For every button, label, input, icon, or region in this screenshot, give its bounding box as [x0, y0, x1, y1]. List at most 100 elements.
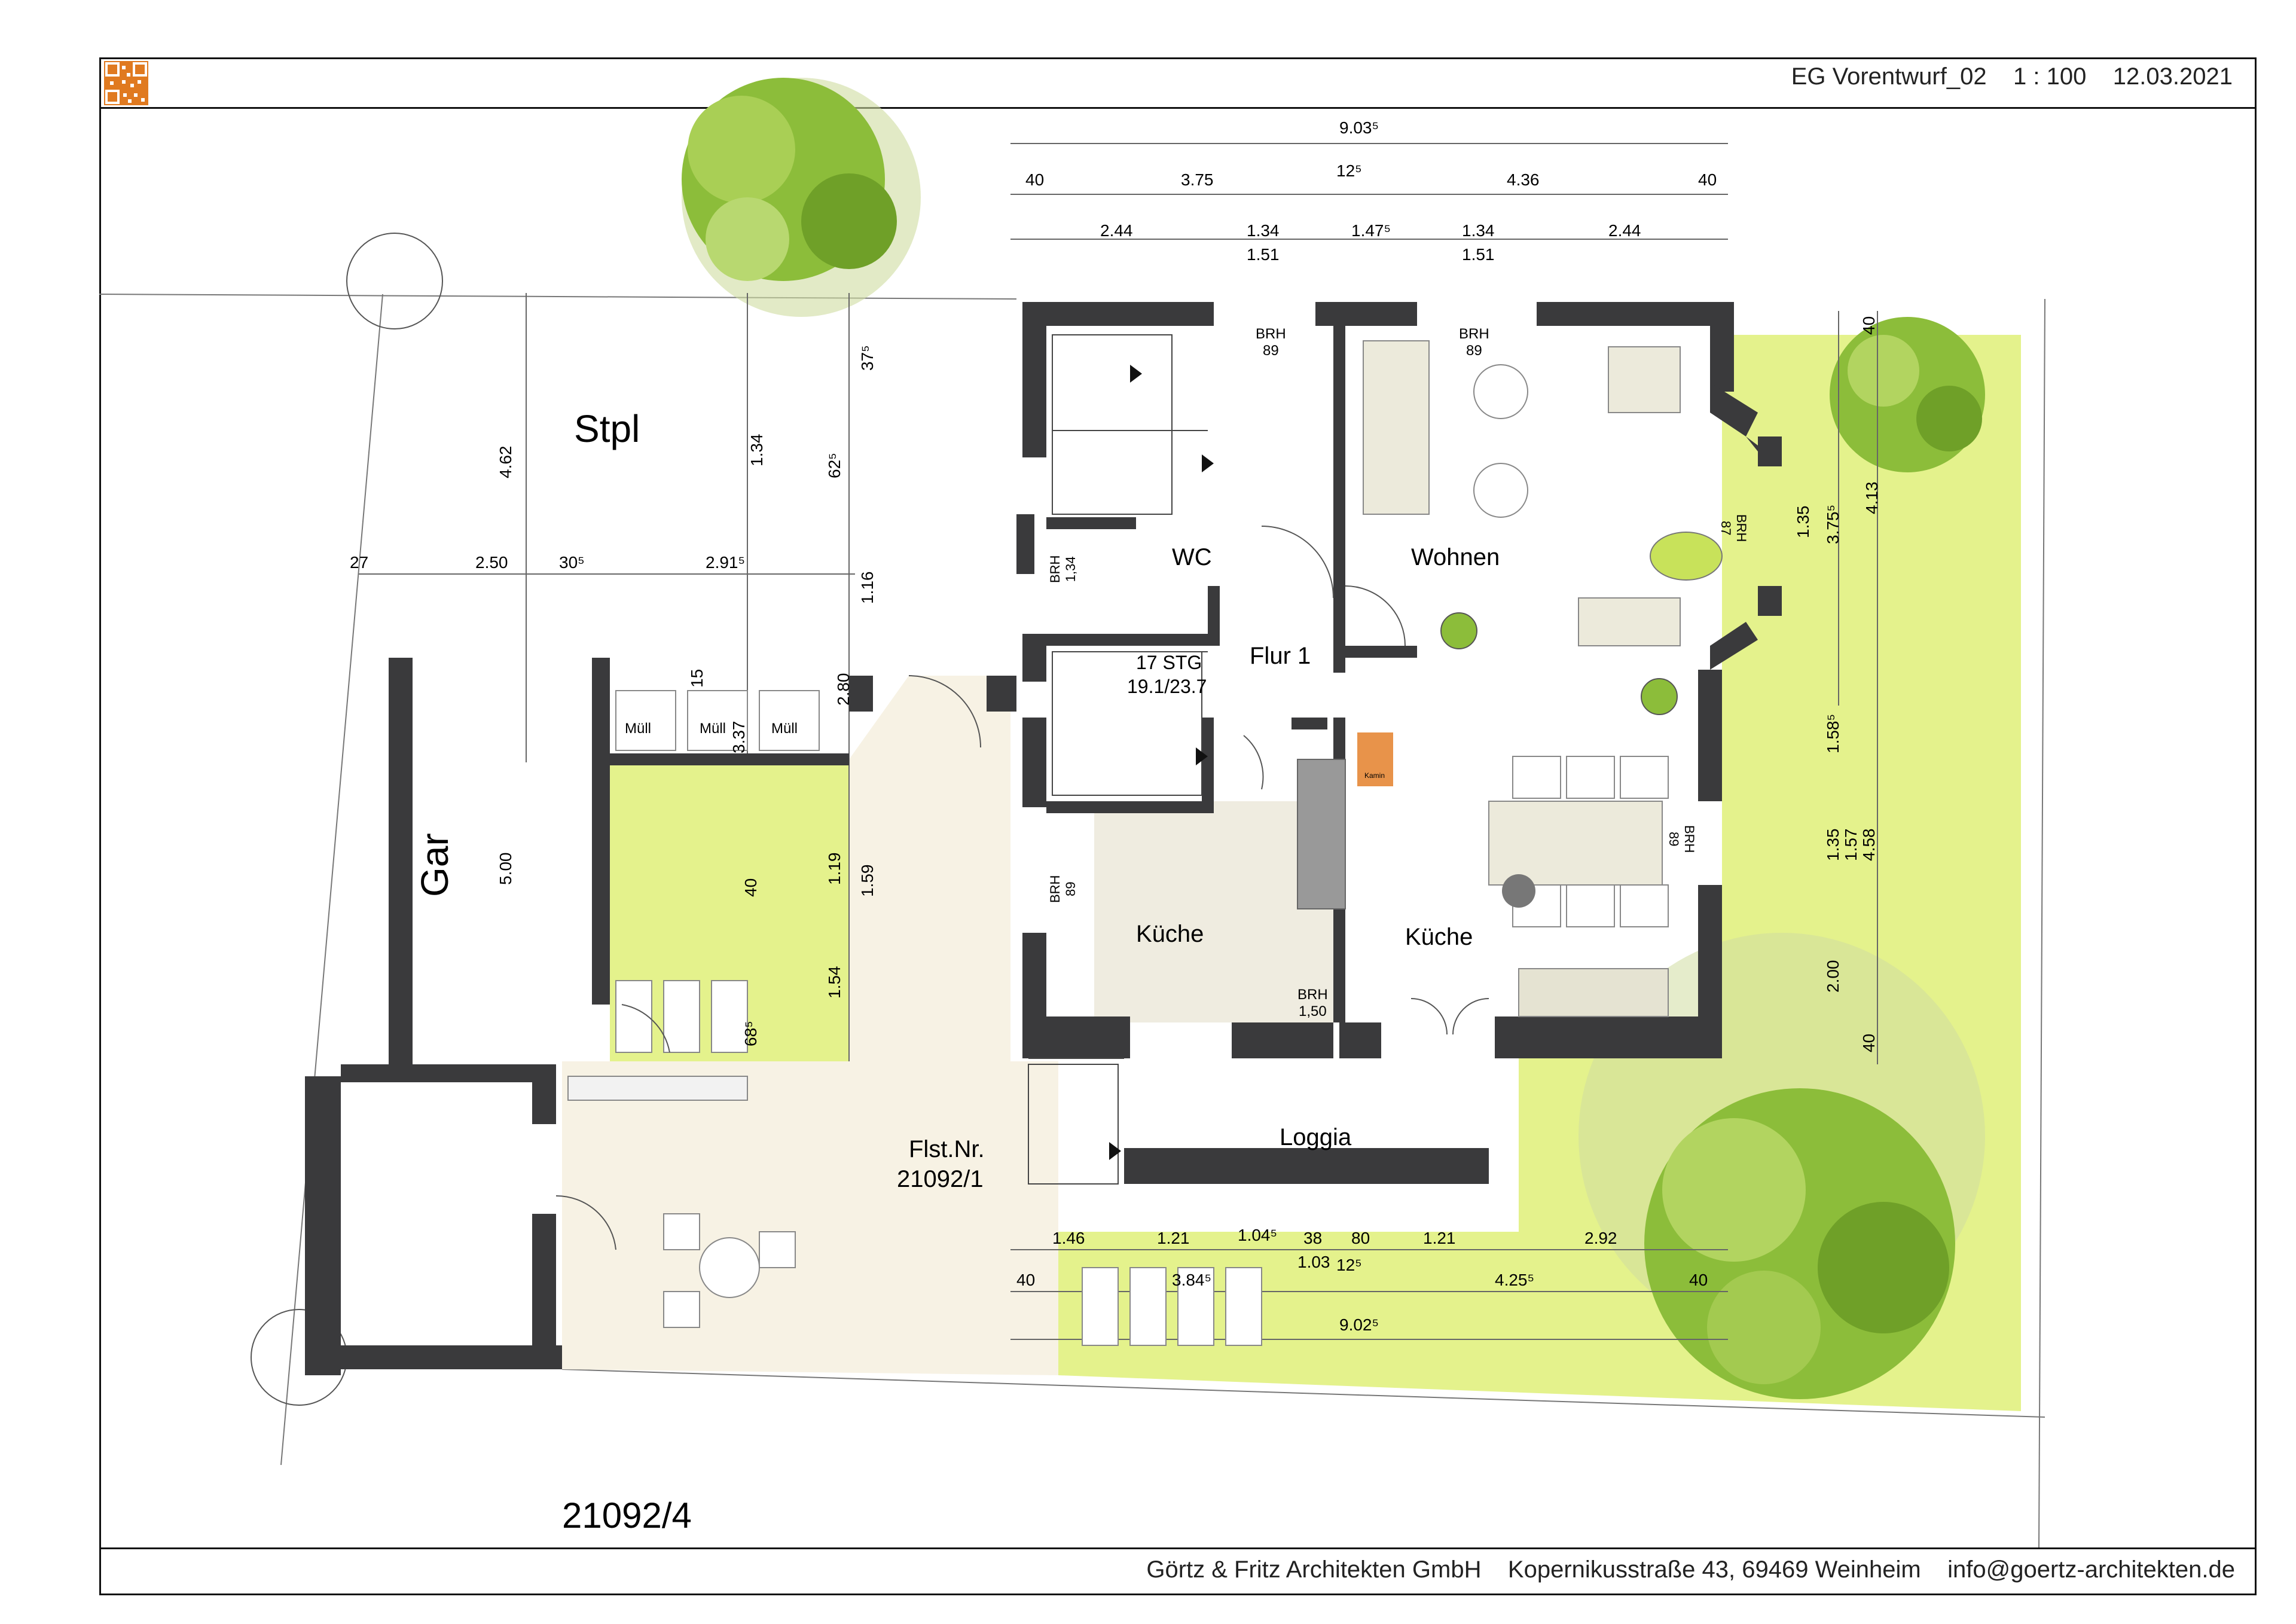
dim-vertical: 4.58 — [1860, 828, 1878, 862]
drawing-title: EG Vorentwurf_02 — [1791, 63, 1987, 90]
dim-top-row2: 40 — [1698, 170, 1717, 189]
dim-bottom-row1: 38 — [1303, 1229, 1323, 1247]
title-block: EG Vorentwurf_02 1 : 100 12.03.2021 — [99, 57, 2257, 109]
dim-bottom-row1: 1.46 — [1052, 1229, 1085, 1247]
dim-top-row2: 3.75 — [1181, 170, 1214, 189]
dim-bottom-row1: 1.04⁵ — [1238, 1226, 1278, 1244]
dim-top-row3: 1.34 — [1462, 221, 1495, 240]
dim-top-row3-sub: 1.51 — [1247, 245, 1280, 264]
room-label-gar: Gar — [413, 833, 456, 897]
company-name: Görtz & Fritz Architekten GmbH — [1146, 1556, 1482, 1583]
dim-bottom-row1: 1.21 — [1157, 1229, 1190, 1247]
stair-ratio-label: 19.1/23.7 — [1127, 676, 1207, 697]
dim-top-row2: 12⁵ — [1336, 161, 1362, 180]
kitchen-counter — [1518, 968, 1669, 1017]
fireplace-label: Kamin — [1364, 771, 1385, 780]
dim-top-row3-sub: 1.51 — [1462, 245, 1495, 264]
dim-bottom-row2: 40 — [1016, 1271, 1036, 1289]
room-label-wc: WC — [1172, 544, 1212, 570]
drawing-scale: 1 : 100 — [2013, 63, 2087, 90]
dim-bottom-row2: 4.25⁵ — [1495, 1271, 1535, 1289]
parcel-label: Flst.Nr. — [909, 1136, 985, 1162]
room-label-kueche-left: Küche — [1136, 921, 1204, 947]
dim-bottom-row1: 1.21 — [1423, 1229, 1456, 1247]
door-swing-icon — [555, 526, 1489, 1250]
dim-bottom-row1: 2.92 — [1584, 1229, 1617, 1247]
bin-icon — [615, 690, 820, 751]
stair-arrow-icon — [1109, 365, 1214, 1160]
dim-vertical: 1.57 — [1842, 828, 1860, 862]
dim-vertical: 40 — [741, 878, 760, 897]
title-text: EG Vorentwurf_02 1 : 100 12.03.2021 — [1791, 63, 2233, 90]
fireplace — [1357, 732, 1393, 786]
staircase — [1028, 334, 1208, 1185]
parcel-number: 21092/1 — [897, 1166, 984, 1192]
property-lines — [99, 233, 2045, 1548]
room-label-loggia: Loggia — [1280, 1124, 1352, 1150]
dim-vertical: 2.00 — [1824, 960, 1842, 993]
room-label-flur: Flur 1 — [1250, 643, 1311, 669]
dim-vertical: 1.35 — [1824, 828, 1842, 862]
dim-vertical: 37⁵ — [858, 345, 877, 371]
tree-icon — [682, 78, 921, 317]
dim-vertical: 62⁵ — [825, 453, 844, 478]
dim-vertical: 4.62 — [496, 445, 515, 479]
dim-left-row: 27 — [350, 553, 369, 572]
bench — [567, 1076, 748, 1101]
dim-top-row3: 2.44 — [1608, 221, 1641, 240]
lounger-icon — [615, 980, 1262, 1346]
dim-vertical: 1.34 — [747, 434, 766, 467]
dim-top-row2: 40 — [1025, 170, 1045, 189]
kitchen-island — [1488, 801, 1663, 886]
room-label-wohnen: Wohnen — [1411, 544, 1500, 570]
room-label-stpl: Stpl — [574, 407, 640, 450]
dim-bottom-row1-sub: 12⁵ — [1336, 1256, 1362, 1274]
dim-bottom-row1-sub: 1.03 — [1297, 1253, 1330, 1271]
drawing-date: 12.03.2021 — [2112, 63, 2233, 90]
footer-text: Görtz & Fritz Architekten GmbH Koperniku… — [1146, 1556, 2235, 1583]
dim-left-row: 30⁵ — [559, 553, 585, 572]
dim-vertical: 1.59 — [858, 864, 877, 898]
kitchen-tall-units — [1297, 759, 1346, 909]
dim-vertical: 3.37 — [729, 721, 748, 754]
dim-vertical: 1.54 — [825, 966, 844, 999]
bin-label: Müll — [625, 721, 652, 737]
footer-block: Görtz & Fritz Architekten GmbH Koperniku… — [99, 1547, 2257, 1595]
dim-vertical: 68⁵ — [741, 1021, 760, 1046]
dim-vertical: 4.13 — [1863, 481, 1881, 515]
dim-bottom-total: 9.02⁵ — [1339, 1315, 1379, 1334]
dim-left-row: 2.50 — [475, 553, 508, 572]
dim-left-row: 2.91⁵ — [706, 553, 746, 572]
dim-vertical: 5.00 — [496, 852, 515, 886]
bin-label: Müll — [700, 721, 726, 737]
stair-count-label: 17 STG — [1136, 652, 1202, 673]
dim-top-row2: 4.36 — [1507, 170, 1540, 189]
dim-vertical: 40 — [1860, 1033, 1878, 1052]
qr-code-icon — [104, 61, 148, 105]
dim-vertical: 1.19 — [825, 852, 844, 886]
dim-top-row3: 1.47⁵ — [1351, 221, 1391, 240]
potted-plant-icon — [1440, 612, 1678, 715]
dim-bottom-row1: 80 — [1351, 1229, 1370, 1247]
dim-vertical: 1.35 — [1794, 505, 1812, 539]
coffee-table — [1650, 532, 1723, 581]
dim-bottom-row2: 3.84⁵ — [1172, 1271, 1212, 1289]
dim-vertical: 1.58⁵ — [1824, 713, 1842, 753]
dim-vertical: 40 — [1860, 316, 1878, 335]
dim-vertical: 15 — [688, 668, 706, 688]
company-email: info@goertz-architekten.de — [1947, 1556, 2235, 1583]
dim-top-row3: 1.34 — [1247, 221, 1280, 240]
sofa-icon — [1363, 340, 1681, 646]
dim-vertical: 2.80 — [834, 673, 853, 706]
room-label-kueche-right: Küche — [1405, 924, 1473, 950]
dim-top-total: 9.03⁵ — [1339, 118, 1379, 137]
